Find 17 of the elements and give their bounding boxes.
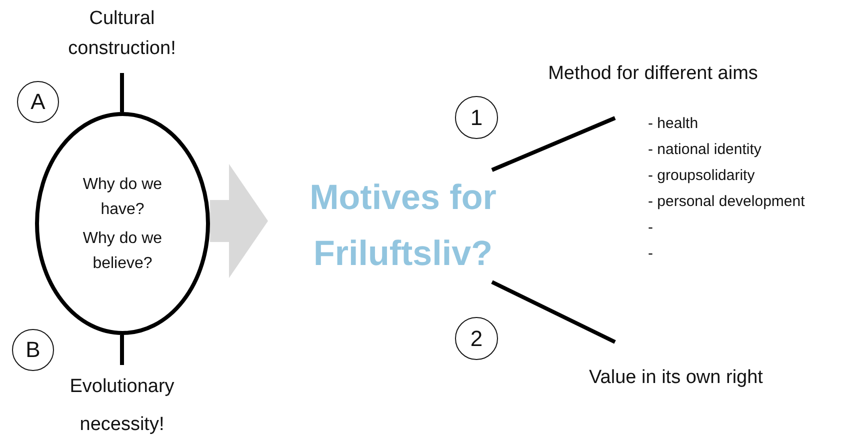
question-text: Why do we believe? bbox=[82, 228, 164, 274]
question-ellipse bbox=[35, 112, 210, 335]
number-badge: 1 bbox=[455, 96, 498, 139]
caption-text: Value in its own right bbox=[545, 342, 807, 392]
list-item: - groupsolidarity bbox=[648, 167, 755, 184]
caption-text: Cultural construction! bbox=[40, 4, 204, 73]
list-item: - personal development bbox=[648, 193, 805, 210]
number-badge: 2 bbox=[455, 317, 498, 360]
list-item: - bbox=[648, 219, 653, 236]
title-text: Motives for Friluftsliv? bbox=[268, 170, 538, 282]
list-item: - health bbox=[648, 115, 698, 132]
list-item: - national identity bbox=[648, 141, 762, 158]
letter-badge: B bbox=[12, 329, 54, 371]
letter-badge: A bbox=[17, 81, 59, 123]
list-item: - bbox=[648, 245, 653, 262]
question-text: Why do we have? bbox=[82, 174, 164, 220]
heading-text: Method for different aims bbox=[515, 60, 791, 118]
